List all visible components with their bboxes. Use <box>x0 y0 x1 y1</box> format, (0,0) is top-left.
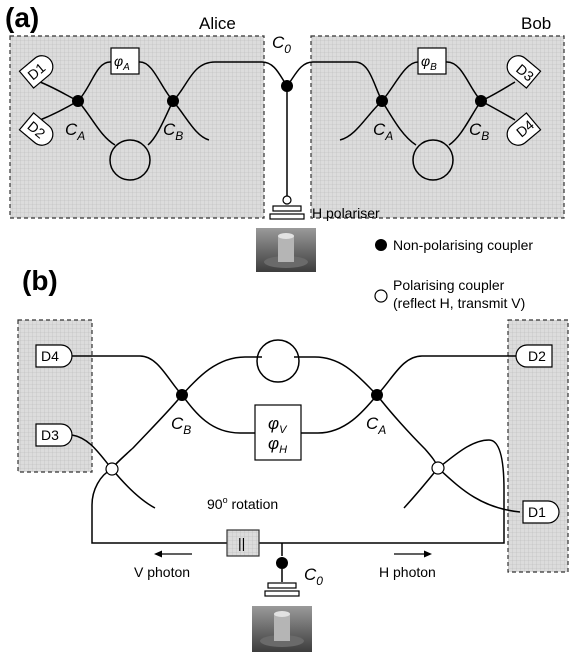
coupler-ca-b <box>371 389 383 401</box>
alice-label: Alice <box>199 14 236 33</box>
rotation-element <box>226 529 260 557</box>
detector-d3-a: D3 <box>506 55 542 89</box>
phase-label-b: φB <box>421 53 437 73</box>
phase-box-a <box>110 47 140 75</box>
legend-open-label-1: Polarising coupler <box>393 277 505 293</box>
detector-d1-b: D1 <box>522 500 560 524</box>
label-cb-alice: CB <box>163 120 183 143</box>
detector-d2-b: D2 <box>515 344 553 368</box>
legend-open-marker <box>374 289 388 303</box>
legend-filled-label: Non-polarising coupler <box>393 237 533 253</box>
phase-box-b <box>417 47 447 75</box>
coupler-cb-bob <box>475 95 487 107</box>
h-photon-arrow <box>394 550 432 558</box>
label-cb-b: CB <box>171 414 191 437</box>
legend-filled-marker <box>375 239 387 251</box>
source-coupler-label-b: C0 <box>304 565 323 588</box>
legend-open-label-2: (reflect H, transmit V) <box>393 295 525 311</box>
rotation-label: 90o rotation <box>207 495 278 512</box>
svg-text:D2: D2 <box>528 348 546 364</box>
detector-d4-a: D4 <box>506 112 542 146</box>
polarising-coupler-right <box>431 461 445 475</box>
polariser-plate-1 <box>272 205 302 212</box>
photon-source-image-b <box>252 606 312 652</box>
h-photon-label: H photon <box>379 564 436 580</box>
detector-d1-a: D1 <box>18 55 54 89</box>
coupler-c0-a <box>281 80 293 92</box>
v-photon-arrow <box>154 550 192 558</box>
label-ca-b: CA <box>366 414 386 437</box>
detector-d3-b: D3 <box>35 423 73 447</box>
v-photon-label: V photon <box>134 564 190 580</box>
source-coupler-label-a: C0 <box>272 33 291 56</box>
phase-label-v: φV <box>268 414 288 436</box>
label-ca-bob: CA <box>373 120 393 143</box>
polariser-plate-b1 <box>267 582 297 589</box>
coupler-ca-bob <box>376 95 388 107</box>
label-cb-bob: CB <box>469 120 489 143</box>
coupler-ca-alice <box>72 95 84 107</box>
coupler-c0-b <box>276 557 288 569</box>
svg-text:D3: D3 <box>41 427 59 443</box>
rotation-symbol: || <box>238 535 245 551</box>
coupler-cb-alice <box>167 95 179 107</box>
source-tip-a <box>282 195 292 205</box>
coupler-cb-b <box>176 389 188 401</box>
polariser-plate-b2 <box>264 590 300 597</box>
photon-source-image-a <box>256 228 316 272</box>
phase-label-h: φH <box>268 434 287 456</box>
panel-a-label: (a) <box>5 2 39 33</box>
left-detector-panel <box>17 319 93 473</box>
detector-d4-b: D4 <box>35 344 73 368</box>
panel-b-label: (b) <box>22 265 58 296</box>
phase-box-vh <box>254 404 302 461</box>
svg-text:D4: D4 <box>41 348 59 364</box>
polariser-label: H polariser <box>312 205 380 221</box>
polarising-coupler-left <box>105 462 119 476</box>
phase-label-a: φA <box>114 53 130 73</box>
svg-text:D1: D1 <box>528 504 546 520</box>
polariser-plate-2 <box>269 213 305 220</box>
detector-d2-a: D2 <box>18 112 54 146</box>
bob-label: Bob <box>521 14 551 33</box>
label-ca-alice: CA <box>65 120 85 143</box>
